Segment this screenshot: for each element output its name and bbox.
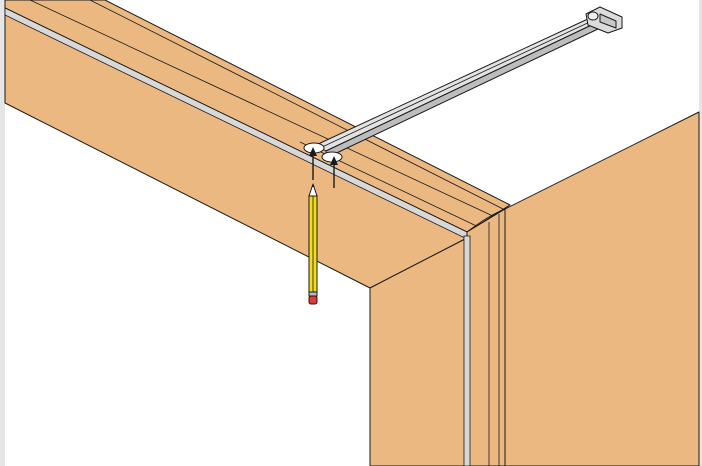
- mounting-bar-highlight: [319, 19, 595, 149]
- corner-joint: [466, 208, 506, 233]
- pencil-icon: [308, 183, 318, 305]
- mounting-bar-side: [325, 21, 599, 159]
- bracket-end-icon: [585, 6, 623, 34]
- side-panel-front: [369, 237, 468, 466]
- top-board-line-1: [29, 0, 496, 218]
- right-edge-strip: [699, 0, 702, 466]
- screw-hole-icon: [303, 142, 343, 163]
- up-arrow-icon: [309, 147, 338, 188]
- left-edge-strip: [0, 0, 5, 466]
- side-panel-groove: [463, 235, 471, 466]
- top-board-line-2: [89, 0, 506, 211]
- side-panel-right: [504, 111, 700, 466]
